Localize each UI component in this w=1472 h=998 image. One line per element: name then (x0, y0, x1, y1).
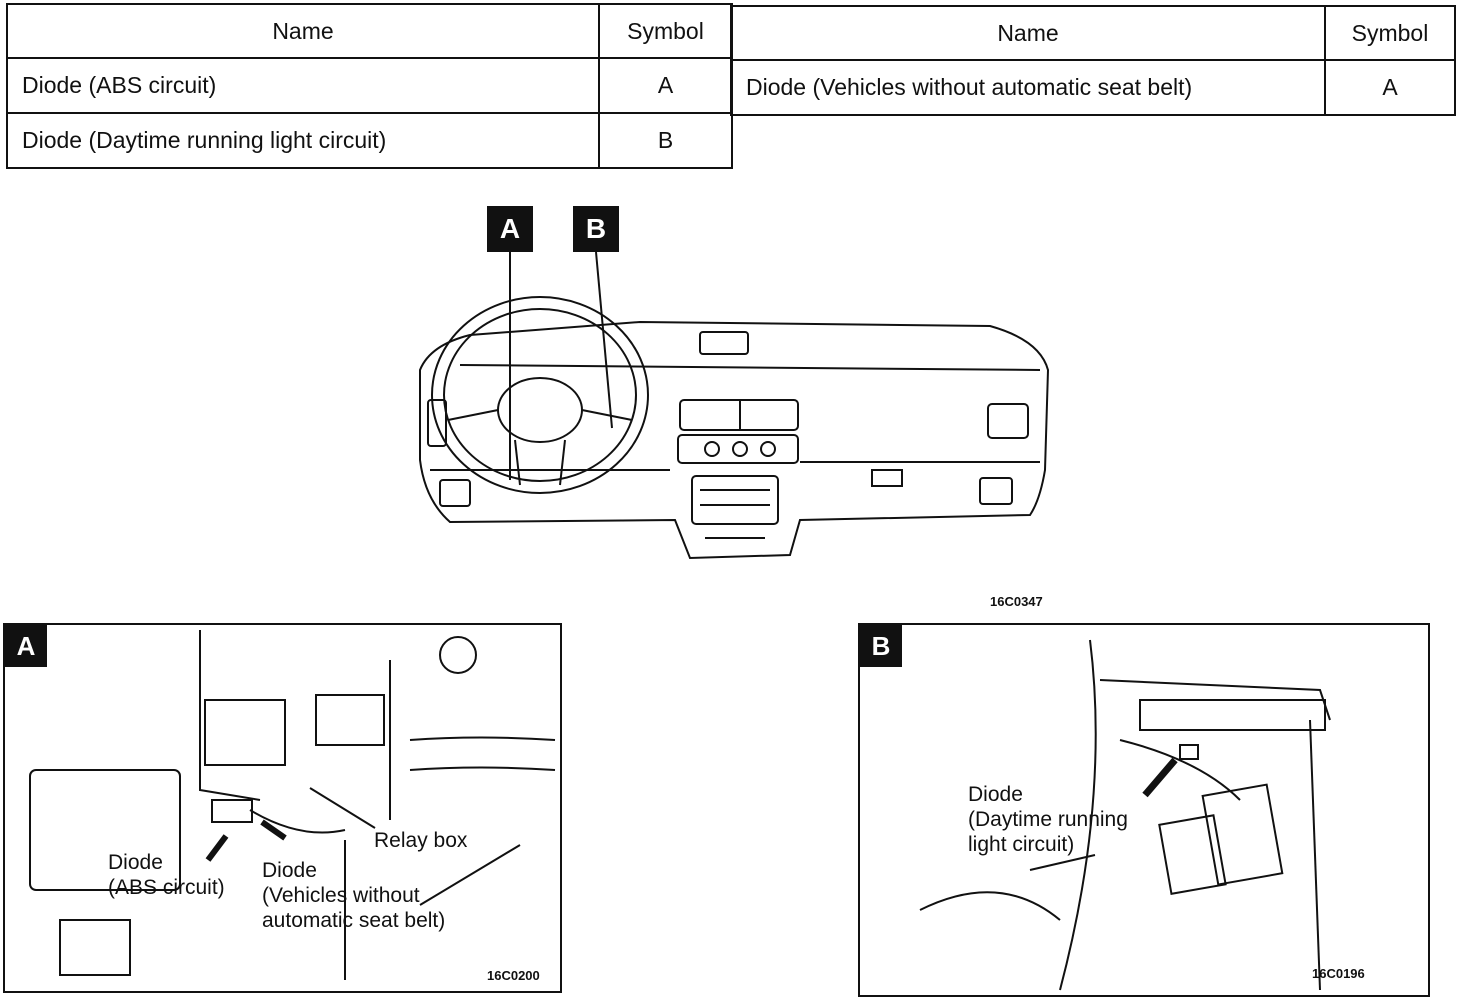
row-name: Diode (Vehicles without automatic seat b… (730, 59, 1326, 116)
arrow-drl (1142, 757, 1178, 798)
figure-code-panel-b: 16C0196 (1312, 966, 1365, 981)
header-name: Name (730, 5, 1326, 61)
callout-a: A (487, 206, 533, 252)
figure-code-overview: 16C0347 (990, 594, 1043, 609)
connector-2 (1201, 783, 1284, 886)
arrow-seatbelt (260, 819, 287, 841)
diode-drl (1179, 744, 1199, 760)
label-relay-box: Relay box (374, 829, 468, 852)
row-name: Diode (ABS circuit) (6, 57, 600, 114)
label-diode-drl: Diode (Daytime running light circuit) (968, 783, 1128, 856)
row-name: Diode (Daytime running light circuit) (6, 112, 600, 169)
row-symbol: A (598, 57, 733, 114)
detail-panel-a: A (3, 623, 562, 993)
figure-code-panel-a: 16C0200 (487, 968, 540, 983)
leader-line-b (595, 251, 613, 429)
left-vent (427, 399, 447, 447)
parts-table-left: Name Symbol Diode (ABS circuit) A Diode … (6, 3, 733, 169)
table-row: Diode (Daytime running light circuit) B (6, 112, 733, 169)
relay-block (204, 699, 286, 766)
panel-a-sketch (29, 630, 556, 980)
steering-wheel (431, 296, 649, 494)
arrow-abs (205, 834, 229, 862)
header-name: Name (6, 3, 600, 59)
radio (691, 475, 779, 525)
row-symbol: B (598, 112, 733, 169)
table-row: Diode (Vehicles without automatic seat b… (730, 59, 1456, 116)
panel-b-tag: B (860, 625, 902, 667)
header-symbol: Symbol (598, 3, 733, 59)
climate-controls (677, 434, 799, 464)
callout-b: B (573, 206, 619, 252)
right-vent (987, 403, 1029, 439)
label-diode-seatbelt: Diode (Vehicles without automatic seat b… (262, 859, 446, 932)
label-diode-abs: Diode (ABS circuit) (108, 851, 225, 899)
table-row: Diode (ABS circuit) A (6, 57, 733, 114)
panel-b-sketch (919, 639, 1331, 991)
header-symbol: Symbol (1324, 5, 1456, 61)
panel-a-tag: A (5, 625, 47, 667)
detail-panel-b: B (858, 623, 1430, 997)
glovebox-latch (871, 469, 903, 487)
row-symbol: A (1324, 59, 1456, 116)
dashboard-outline (419, 320, 1050, 560)
top-vent (699, 331, 749, 355)
connector-1 (1158, 814, 1227, 895)
parts-table-right: Name Symbol Diode (Vehicles without auto… (730, 5, 1456, 116)
